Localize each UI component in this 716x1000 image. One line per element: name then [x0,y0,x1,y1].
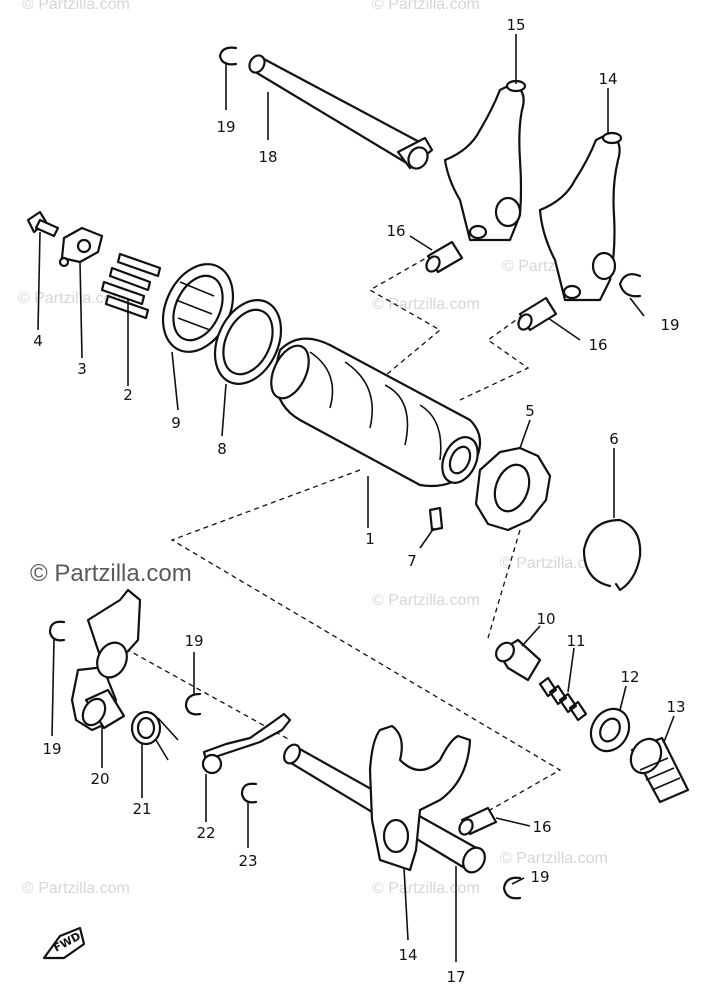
leader-lines [37,34,675,962]
watermark: © Partzilla.com [372,880,480,897]
callout-6: 6 [609,430,619,448]
callout-2: 2 [123,386,133,404]
assembly-line [487,529,521,639]
callout-19: 19 [184,632,203,650]
shift-arm [70,588,142,732]
callout-5: 5 [525,402,535,420]
bolt [26,210,60,238]
callout-19: 19 [660,316,679,334]
washer [213,299,283,385]
shift-fork [538,131,623,302]
plug-bolt [629,736,690,804]
segment [58,226,104,268]
washer [589,707,631,753]
callout-16: 16 [532,818,551,836]
watermark: © Partzilla.com [22,0,130,13]
circlip [618,273,642,298]
spring [538,676,588,722]
fwd-arrow-icon: FWD [42,926,86,960]
guide-pin [458,806,498,836]
callout-11: 11 [566,632,585,650]
callout-8: 8 [217,440,227,458]
watermark: © Partzilla.com [372,592,480,609]
stopper-cam [474,446,552,532]
callout-14: 14 [398,946,417,964]
watermark: © Partzilla.com [500,555,608,572]
callout-14: 14 [598,70,617,88]
callout-19: 19 [42,740,61,758]
callout-17: 17 [446,968,465,986]
callout-21: 21 [132,800,151,818]
shift-fork [443,79,527,242]
callout-1: 1 [365,530,375,548]
callout-12: 12 [620,668,639,686]
guide-pin [517,296,558,332]
callout-19: 19 [530,868,549,886]
shift-drum [270,337,482,488]
callout-15: 15 [506,16,525,34]
callout-7: 7 [407,552,417,570]
pin [428,506,444,532]
shift-fork-shaft-upper [248,54,434,170]
watermark-center: © Partzilla.com [30,560,192,587]
callout-18: 18 [258,148,277,166]
bearing [161,263,235,353]
callout-3: 3 [77,360,87,378]
circlip [218,46,238,66]
assembly-line [368,249,442,381]
callout-19: 19 [216,118,235,136]
torsion-spring [130,710,179,761]
assembly-line [170,469,562,811]
callout-20: 20 [90,770,109,788]
callout-16: 16 [386,222,405,240]
callout-4: 4 [33,332,43,350]
collar [81,688,126,730]
callout-10: 10 [536,610,555,628]
watermark: © Partzilla.com [22,880,130,897]
callout-23: 23 [238,852,257,870]
circlip-large [582,518,642,592]
watermark: © Partzilla.com [372,0,480,13]
watermark: © Partzilla.com [500,850,608,867]
circlip [48,620,66,642]
assembly-line [109,639,291,741]
guide-pin [425,240,464,274]
circlip [184,692,202,716]
plunger [495,638,542,682]
assembly-line [459,309,531,401]
pin-set [100,252,162,320]
lever [201,712,292,775]
callout-13: 13 [666,698,685,716]
circlip [240,782,258,804]
callout-9: 9 [171,414,181,432]
callout-22: 22 [196,824,215,842]
watermark: © Partzilla.com [372,296,480,313]
shift-fork [368,724,472,872]
callout-16: 16 [588,336,607,354]
watermark: © Partzilla.com [18,290,126,307]
